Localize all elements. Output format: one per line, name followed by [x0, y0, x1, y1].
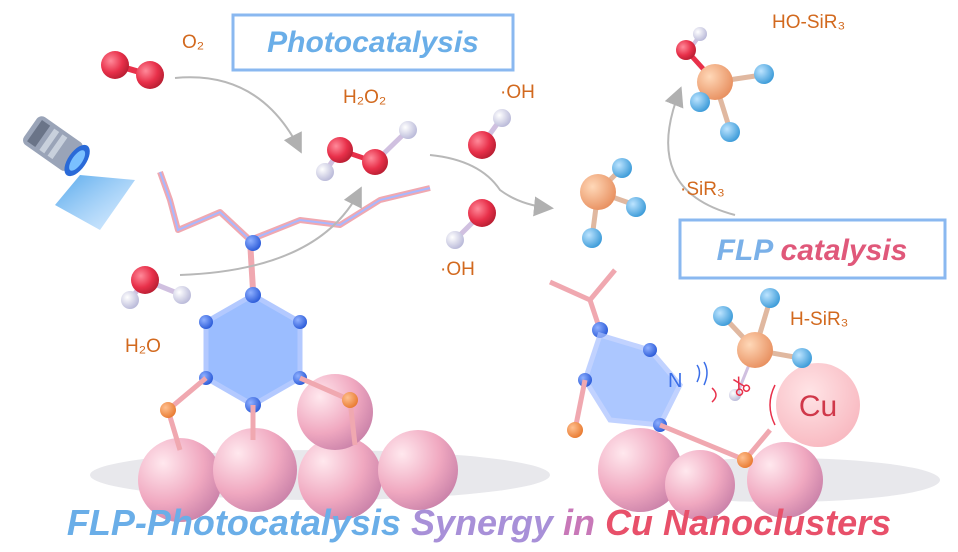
flp-title: FLP	[717, 234, 775, 267]
label-h2o2: H₂O₂	[343, 87, 386, 108]
banner-part4: Cu Nanoclusters	[605, 502, 891, 543]
label-cu: Cu	[799, 390, 837, 423]
label-n-atom: N	[668, 370, 682, 392]
banner-part2: Synergy	[411, 502, 555, 543]
oh-radical-middle	[446, 199, 496, 249]
label-h2o: H₂O	[125, 336, 161, 357]
catalysis-title: catalysis	[781, 234, 908, 267]
h2o2-molecule	[316, 121, 417, 181]
banner-part3: in	[563, 502, 595, 543]
label-oh-middle: ·OH	[440, 259, 475, 280]
flp-catalysis-box: FLP catalysis	[680, 220, 945, 278]
photocatalysis-box: Photocatalysis	[233, 15, 513, 70]
label-oh-top: ·OH	[500, 82, 535, 103]
oh-radical-top	[468, 109, 511, 159]
label-o2: O₂	[182, 32, 204, 53]
h2o-molecule	[121, 266, 191, 309]
o2-molecule	[101, 51, 164, 89]
label-sir3-radical: ·SiR₃	[680, 179, 725, 200]
svg-text:FLP catalysis: FLP catalysis	[717, 234, 908, 267]
label-ho-sir3: HO-SiR₃	[772, 12, 845, 33]
label-h-sir3: H-SiR₃	[790, 309, 848, 330]
flashlight-icon	[20, 113, 135, 230]
banner-part1: FLP-Photocatalysis	[67, 502, 401, 543]
ho-sir3-molecule	[676, 27, 774, 142]
banner-title: FLP-Photocatalysis Synergy in Cu Nanoclu…	[67, 502, 891, 543]
sir3-radical-molecule	[580, 158, 646, 248]
ligand-left	[160, 172, 430, 450]
photocatalysis-title: Photocatalysis	[267, 26, 479, 59]
